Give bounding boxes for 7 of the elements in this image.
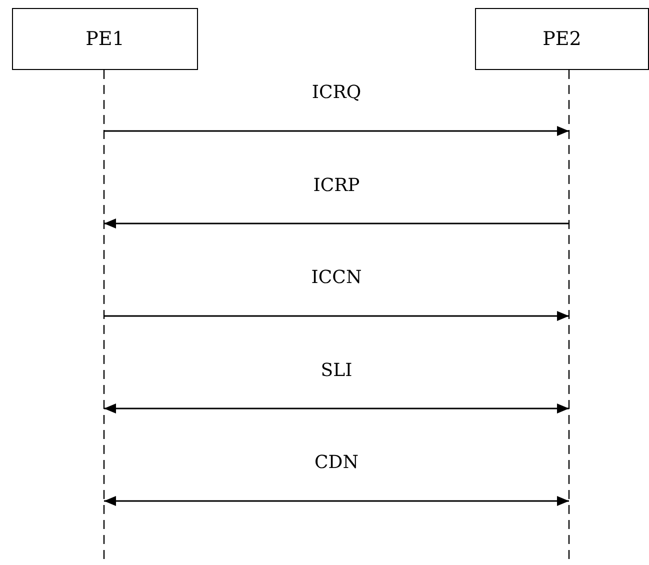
message-arrow [104,311,569,321]
message-arrow [104,496,569,506]
message-arrow [104,404,569,414]
message-arrow [104,218,569,228]
participant-box: PE2 [475,8,649,70]
participant-box: PE1 [12,8,198,70]
message-arrow [104,126,569,136]
